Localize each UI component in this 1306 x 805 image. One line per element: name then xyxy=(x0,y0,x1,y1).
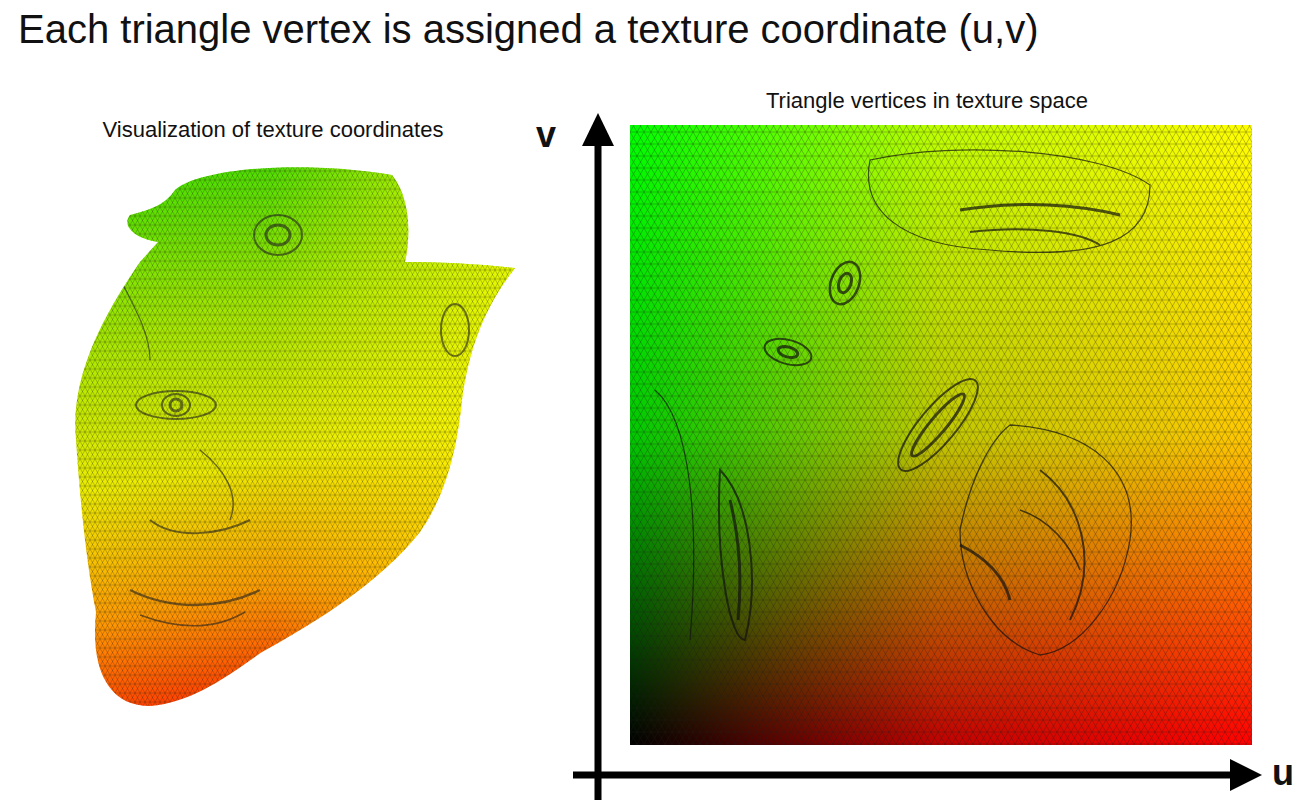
panel-caption: Triangle vertices in texture space xyxy=(766,88,1088,113)
head-mesh xyxy=(60,150,530,720)
axis-label: v xyxy=(536,114,556,155)
panel-caption: Visualization of texture coordinates xyxy=(103,117,444,142)
axis-arrows xyxy=(573,113,1262,800)
texture-square xyxy=(630,125,1252,745)
axis-label: u xyxy=(1272,752,1294,793)
slide-title: Each triangle vertex is assigned a textu… xyxy=(18,6,1039,52)
